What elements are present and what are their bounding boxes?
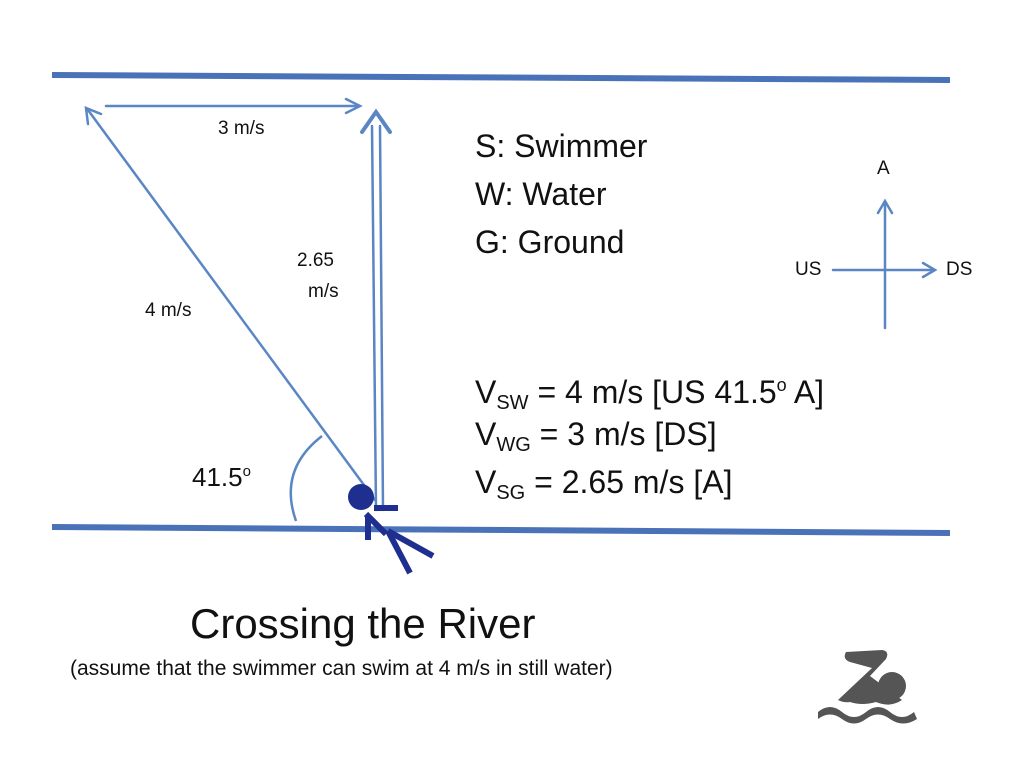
swimmer-ground-velocity-unit: m/s (308, 281, 339, 302)
equation-swimmer-water: VSW = 4 m/s [US 41.5o A] (475, 374, 825, 414)
swimmer-water-vector (84, 106, 377, 502)
near-bank-line (51, 524, 951, 536)
compass-label-upstream: US (795, 259, 822, 280)
equation-swimmer-ground: VSG = 2.65 m/s [A] (475, 464, 733, 504)
slide-subtitle: (assume that the swimmer can swim at 4 m… (70, 657, 613, 680)
compass-label-downstream: DS (946, 259, 973, 280)
water-velocity-vector (104, 97, 363, 115)
degree-mark: o (242, 463, 251, 480)
compass-arrows (831, 198, 938, 330)
legend-line-swimmer: S: Swimmer (475, 128, 648, 164)
angle-arc (289, 435, 323, 522)
swimmer-ground-velocity-value: 2.65 (297, 250, 334, 271)
swimmer-figure (348, 484, 435, 575)
swimmer-icon (818, 650, 917, 724)
angle-label: 41.5o (192, 462, 251, 492)
legend-line-water: W: Water (475, 176, 607, 212)
swimmer-water-velocity-label: 4 m/s (145, 300, 192, 321)
swimmer-ground-vector (360, 108, 392, 512)
equation-water-ground: VWG = 3 m/s [DS] (475, 416, 717, 456)
water-velocity-label: 3 m/s (218, 118, 265, 139)
slide-title: Crossing the River (190, 600, 536, 647)
compass-label-across: A (877, 158, 890, 179)
far-bank-line (51, 72, 951, 83)
legend-line-ground: G: Ground (475, 224, 625, 260)
